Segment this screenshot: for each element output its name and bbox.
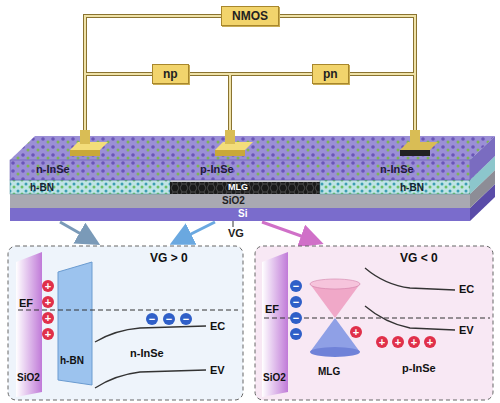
part-label: SiO2 xyxy=(263,372,286,383)
part-label: EV xyxy=(459,324,474,336)
part-label: EF xyxy=(265,303,279,315)
part-label: EC xyxy=(459,283,474,295)
part-label: MLG xyxy=(318,366,340,377)
positive-charge: + xyxy=(408,336,420,348)
band-diagram-left xyxy=(8,246,243,400)
part-label: n-InSe xyxy=(36,163,70,175)
gate-lead xyxy=(233,221,234,227)
part-label: Si xyxy=(238,208,247,219)
part-label: VG < 0 xyxy=(400,252,438,265)
positive-charge: + xyxy=(42,280,54,292)
part-label: SiO2 xyxy=(17,372,40,383)
part-label: h-BN xyxy=(60,355,84,366)
positive-charge: + xyxy=(392,336,404,348)
positive-charge: + xyxy=(42,312,54,324)
negative-charge: − xyxy=(290,296,302,308)
circuit-box: NMOS xyxy=(221,6,279,26)
wire xyxy=(85,16,415,132)
part-label: SiO2 xyxy=(222,195,245,206)
band-diagram-right xyxy=(255,246,493,400)
part-label: n-InSe xyxy=(380,163,414,175)
negative-charge: − xyxy=(290,280,302,292)
part-label: EF xyxy=(19,297,33,309)
part-label: n-InSe xyxy=(130,347,164,359)
negative-charge: − xyxy=(180,313,192,325)
part-label: p-InSe xyxy=(402,362,436,374)
part-label: EC xyxy=(210,320,225,332)
positive-charge: + xyxy=(376,336,388,348)
negative-charge: − xyxy=(290,312,302,324)
zoom-arrow xyxy=(60,222,95,242)
part-label: h-BN xyxy=(30,182,54,193)
positive-charge: + xyxy=(42,296,54,308)
negative-charge: − xyxy=(290,328,302,340)
box-label: pn xyxy=(323,67,338,81)
zoom-arrow xyxy=(262,222,318,242)
hbn-mlg-layer xyxy=(10,156,495,194)
box-label: np xyxy=(163,67,178,81)
circuit-box: pn xyxy=(312,64,349,84)
negative-charge: − xyxy=(146,313,158,325)
part-label: VG > 0 xyxy=(150,252,188,265)
wire-core xyxy=(85,16,415,132)
box-label: NMOS xyxy=(232,9,268,23)
part-label: h-BN xyxy=(400,182,424,193)
part-label: p-InSe xyxy=(200,163,234,175)
positive-charge: + xyxy=(424,336,436,348)
negative-charge: − xyxy=(163,313,175,325)
positive-charge: + xyxy=(350,326,362,338)
zoom-arrow xyxy=(175,222,215,242)
part-label: MLG xyxy=(228,183,248,193)
positive-charge: + xyxy=(42,328,54,340)
part-label: EV xyxy=(210,364,225,376)
electrode xyxy=(70,130,438,156)
part-label: VG xyxy=(228,227,244,239)
circuit-box: np xyxy=(152,64,189,84)
